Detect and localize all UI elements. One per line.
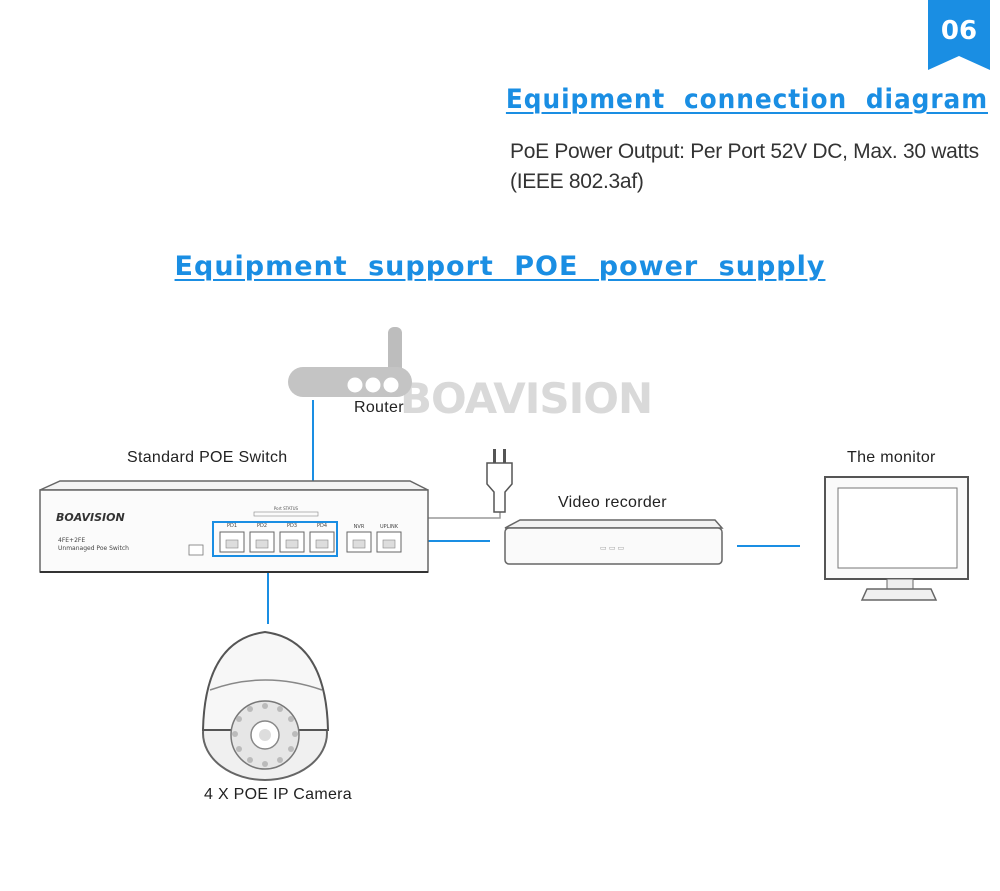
switch-label: Standard POE Switch	[127, 449, 288, 466]
svg-text:UPLINK: UPLINK	[380, 524, 399, 530]
svg-text:PD2: PD2	[257, 523, 267, 529]
watermark-logo: BOAVISION	[400, 374, 653, 423]
router-icon	[288, 327, 412, 397]
page-title: Equipment connection diagram	[505, 84, 988, 115]
svg-text:Port STATUS: Port STATUS	[274, 506, 299, 511]
monitor-device	[824, 476, 969, 601]
svg-text:PD4: PD4	[317, 523, 327, 529]
poe-switch-device: BOAVISION 4FE+2FE Unmanaged Poe Switch P…	[39, 480, 429, 573]
recorder-label: Video recorder	[558, 494, 667, 511]
video-recorder-device: ▭ ▭ ▭	[504, 519, 724, 565]
poe-power-spec: PoE Power Output: Per Port 52V DC, Max. …	[510, 140, 979, 193]
svg-text:PD1: PD1	[227, 523, 237, 529]
section-title: Equipment support POE power supply	[174, 251, 826, 282]
svg-text:PD3: PD3	[287, 523, 297, 529]
camera-label: 4 X POE IP Camera	[204, 786, 352, 803]
svg-text:NVR: NVR	[354, 524, 365, 530]
svg-text:Unmanaged Poe Switch: Unmanaged Poe Switch	[58, 545, 129, 552]
power-plug-icon	[486, 449, 513, 513]
router-label: Router	[354, 399, 404, 416]
svg-text:4FE+2FE: 4FE+2FE	[58, 537, 85, 544]
dome-camera-device	[201, 630, 330, 781]
power-cable	[428, 512, 501, 519]
svg-text:BOAVISION: BOAVISION	[56, 511, 125, 524]
svg-text:▭ ▭ ▭: ▭ ▭ ▭	[600, 544, 624, 552]
monitor-label: The monitor	[847, 449, 936, 466]
section-number: 06	[940, 16, 978, 46]
